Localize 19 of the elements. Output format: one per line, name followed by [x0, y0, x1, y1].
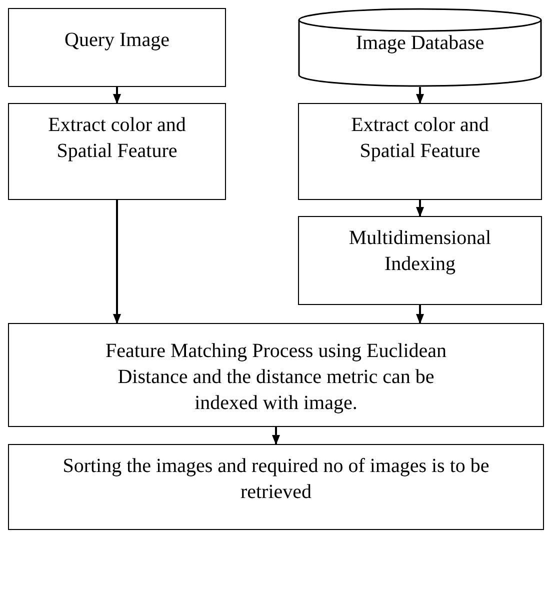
arrow: [416, 87, 424, 104]
node-label: Extract color and Spatial Feature: [350, 113, 490, 164]
process-box: [298, 103, 542, 200]
node-label: Image Database: [356, 31, 484, 56]
node-label: Sorting the images and required no of images is to be retrieved: [62, 454, 490, 505]
process-box: [298, 216, 542, 305]
arrow: [416, 200, 424, 217]
arrow: [416, 305, 424, 324]
process-box: [8, 103, 226, 200]
process-box: [8, 8, 226, 87]
node-label: Feature Matching Process using Euclidean Distance and the distance metric can be indexed with image.: [104, 339, 448, 416]
process-box: [8, 444, 544, 530]
node-label: Multidimensional Indexing: [348, 226, 492, 277]
arrow: [113, 87, 121, 104]
arrow: [113, 200, 121, 324]
node-label: Query Image: [64, 28, 170, 53]
process-box: [8, 323, 544, 427]
arrow: [272, 427, 280, 445]
node-label: Extract color and Spatial Feature: [47, 113, 187, 164]
